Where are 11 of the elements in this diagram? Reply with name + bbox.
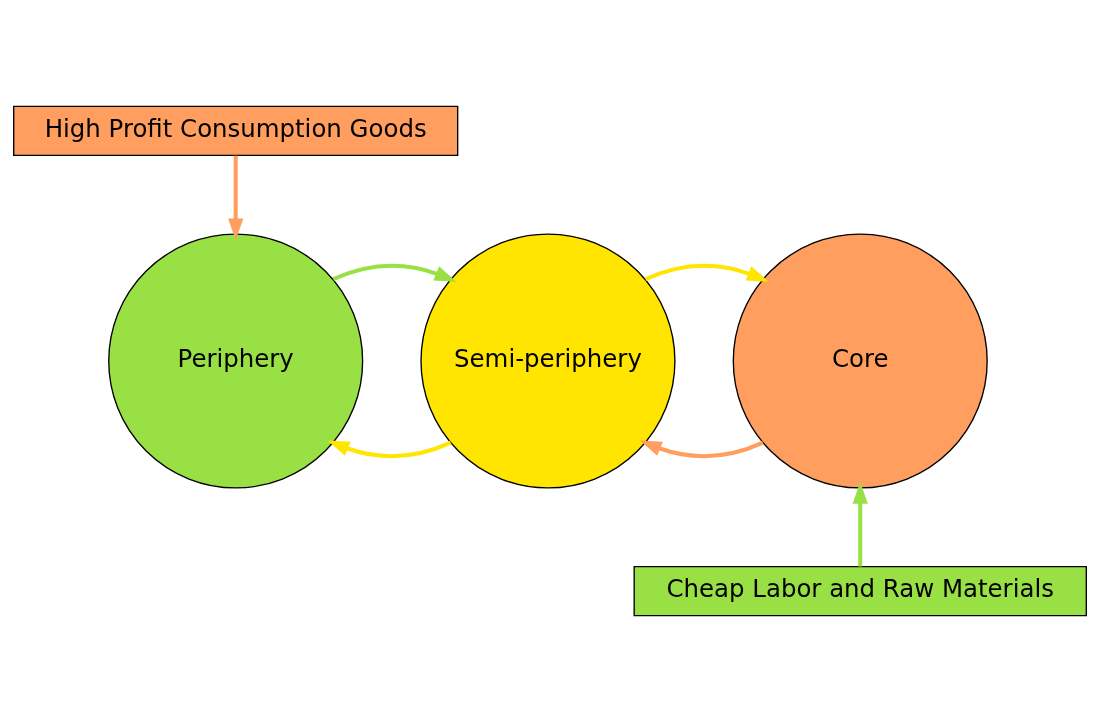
node-circle: Semi-periphery (420, 233, 676, 489)
node-box: Cheap Labor and Raw Materials (633, 566, 1087, 617)
arrow (327, 440, 452, 459)
arrow (644, 263, 769, 282)
node-circle: Periphery (108, 233, 364, 489)
arrow (332, 263, 457, 282)
node-circle: Core (732, 233, 988, 489)
arrow (228, 155, 244, 241)
arrow (852, 481, 868, 567)
node-box: High Profit Consumption Goods (13, 105, 459, 156)
arrow (639, 440, 764, 459)
